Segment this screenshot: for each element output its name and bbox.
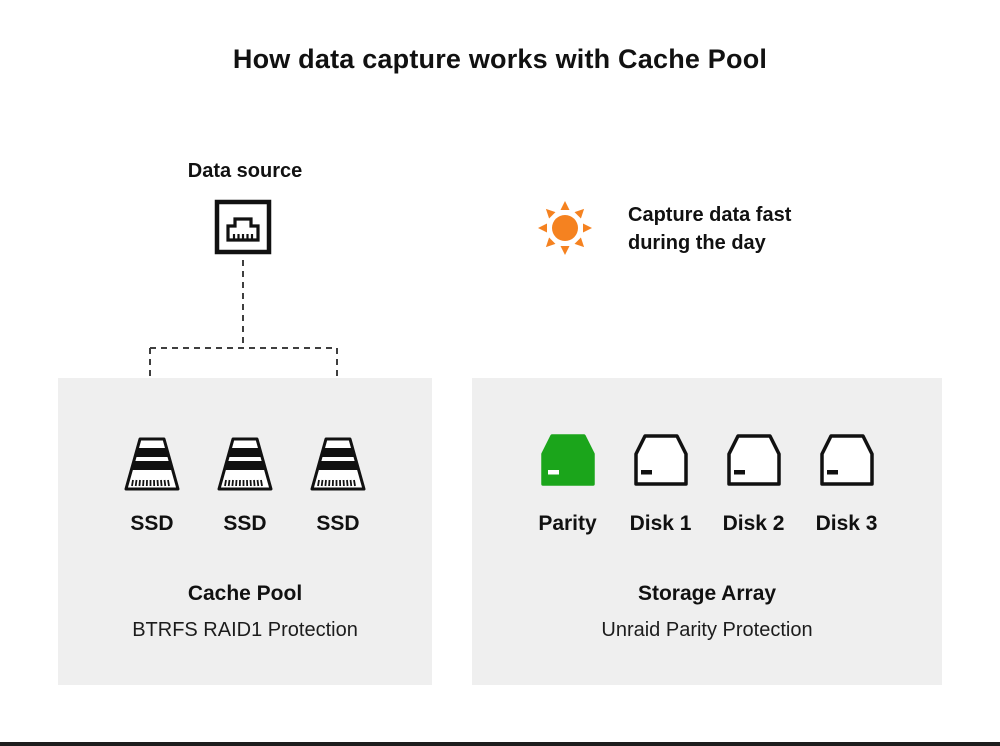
drive-label: Disk 1 bbox=[629, 512, 692, 535]
hdd-icon bbox=[819, 434, 874, 486]
parity-hdd-icon bbox=[540, 434, 595, 486]
drive-label: Disk 3 bbox=[815, 512, 878, 535]
storage-array-panel: Parity Disk 1 Disk 2 bbox=[472, 378, 942, 685]
ssd-icon-box bbox=[308, 432, 368, 492]
day-note-line1: Capture data fast bbox=[628, 204, 792, 226]
drive-label: Disk 2 bbox=[722, 512, 785, 535]
storage-array-title: Storage Array bbox=[637, 582, 777, 605]
data-drive: Disk 1 bbox=[614, 432, 707, 536]
storage-array-subtitle: Unraid Parity Protection bbox=[601, 619, 813, 641]
hdd-icon-box bbox=[722, 432, 786, 492]
ssd-icon bbox=[217, 437, 273, 491]
drive-label: Parity bbox=[538, 512, 597, 535]
hdd-icon bbox=[633, 434, 688, 486]
data-source-label: Data source bbox=[187, 160, 303, 182]
ssd-drive: SSD bbox=[292, 432, 385, 536]
sun-icon bbox=[538, 201, 592, 255]
page-title: How data capture works with Cache Pool bbox=[232, 44, 768, 74]
hdd-icon bbox=[726, 434, 781, 486]
ssd-icon-box bbox=[122, 432, 182, 492]
ssd-label: SSD bbox=[130, 512, 174, 535]
ssd-icon bbox=[124, 437, 180, 491]
cache-pool-drives-row: SSD bbox=[106, 432, 385, 536]
hdd-icon-box bbox=[815, 432, 879, 492]
day-note-line2: during the day bbox=[628, 232, 766, 254]
parity-drive: Parity bbox=[521, 432, 614, 536]
cache-pool-panel: SSD bbox=[58, 378, 432, 685]
ssd-icon-box bbox=[215, 432, 275, 492]
data-drive: Disk 2 bbox=[707, 432, 800, 536]
storage-array-drives-row: Parity Disk 1 Disk 2 bbox=[521, 432, 893, 536]
hdd-icon-box bbox=[629, 432, 693, 492]
ssd-label: SSD bbox=[316, 512, 360, 535]
ssd-label: SSD bbox=[223, 512, 267, 535]
ssd-icon bbox=[310, 437, 366, 491]
ssd-drive: SSD bbox=[106, 432, 199, 536]
cache-pool-title: Cache Pool bbox=[187, 582, 303, 605]
cropped-next-section-bar bbox=[0, 742, 1000, 746]
ssd-drive: SSD bbox=[199, 432, 292, 536]
data-drive: Disk 3 bbox=[800, 432, 893, 536]
cache-pool-subtitle: BTRFS RAID1 Protection bbox=[132, 619, 358, 641]
ethernet-port-icon bbox=[214, 199, 272, 255]
hdd-icon-box bbox=[536, 432, 600, 492]
day-note: Capture data fast during the day bbox=[628, 201, 791, 257]
